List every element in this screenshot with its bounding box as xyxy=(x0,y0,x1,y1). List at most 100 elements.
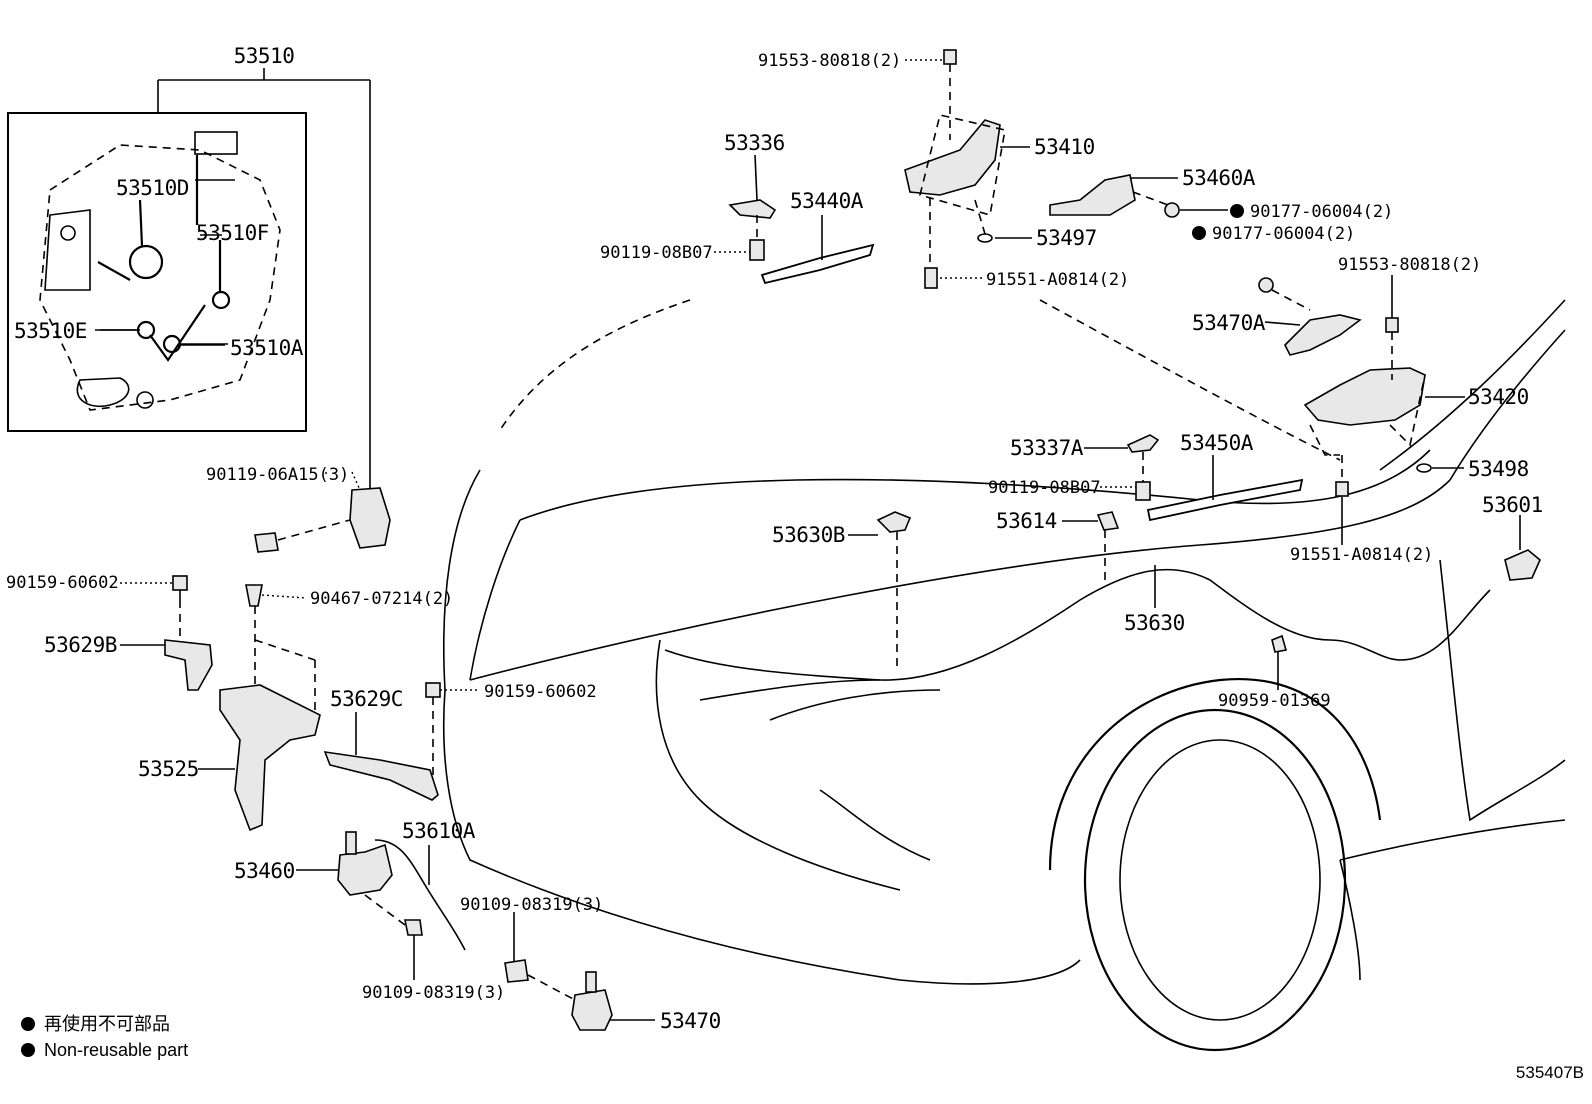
label-53510e: 53510E xyxy=(14,319,87,343)
label-91551-a0814-b: 91551-A0814(2) xyxy=(1290,545,1433,565)
non-reusable-marker-2 xyxy=(1192,226,1206,240)
vehicle-outline xyxy=(442,299,1566,1052)
hinge-53420 xyxy=(1303,367,1426,426)
lock-spring-f xyxy=(211,290,231,310)
hood-rear-dashed xyxy=(1039,299,1341,461)
front-corner xyxy=(443,469,481,691)
label-91553-80818-a: 91553-80818(2) xyxy=(758,51,901,71)
seal-53525 xyxy=(219,684,321,832)
nut-90177-a xyxy=(1164,202,1180,218)
clamp-90959 xyxy=(1271,634,1288,653)
washer-53497 xyxy=(977,233,993,243)
bolt-90119-08b07-b xyxy=(1135,481,1151,501)
hood-edge-dashed xyxy=(499,299,691,431)
bolt-90109-b xyxy=(504,959,529,983)
release-cable xyxy=(664,568,1491,681)
clip-53630b xyxy=(876,511,912,533)
bumper-outline xyxy=(442,689,1081,985)
label-53460: 53460 xyxy=(234,859,295,883)
lock-53470 xyxy=(571,989,613,1031)
label-53497: 53497 xyxy=(1036,226,1097,250)
label-90109-08319-a: 90109-08319(3) xyxy=(460,895,603,915)
strut-53440a xyxy=(760,243,875,285)
bolt-90119-06a15 xyxy=(254,532,279,553)
bolt-91551-b xyxy=(1335,481,1349,497)
bolt-90159-b xyxy=(425,682,441,698)
lock-53470a xyxy=(1284,314,1362,356)
hood-lock xyxy=(349,487,391,549)
label-90159-60602-b: 90159-60602 xyxy=(484,682,597,702)
clip-53337a xyxy=(1126,434,1160,453)
label-53614: 53614 xyxy=(996,509,1057,533)
wheel-arch xyxy=(1048,677,1382,871)
non-reusable-marker-1 xyxy=(1230,204,1244,218)
label-91553-80818-b: 91553-80818(2) xyxy=(1338,255,1481,275)
leader-lines xyxy=(95,59,1521,1021)
lock-53460a xyxy=(1049,174,1136,216)
label-53337a: 53337A xyxy=(1010,436,1084,460)
filled-circle-icon xyxy=(21,1017,35,1031)
hinge-53410 xyxy=(904,119,1001,196)
lock-plate xyxy=(44,209,91,291)
label-53440a: 53440A xyxy=(790,189,864,213)
grille-lower xyxy=(819,789,931,861)
bolt-91553-b xyxy=(1385,317,1399,333)
fender-side xyxy=(1439,559,1566,822)
clip-90467 xyxy=(245,584,263,607)
headlamp-top xyxy=(699,679,881,701)
label-53510: 53510 xyxy=(234,44,295,68)
bolt-91551-a xyxy=(924,267,938,289)
bolt-90109-a xyxy=(404,919,423,936)
label-90177-06004-b: 90177-06004(2) xyxy=(1212,224,1355,244)
inset-frame xyxy=(7,112,307,432)
label-53420: 53420 xyxy=(1468,385,1529,409)
label-90159-60602-a: 90159-60602 xyxy=(6,573,119,593)
legend: 再使用不可部品 Non-reusable part xyxy=(21,1014,188,1060)
lock-pawl-circle xyxy=(128,244,164,280)
hood-front-line xyxy=(469,479,1451,681)
label-53470: 53470 xyxy=(660,1009,721,1033)
hood-lock-53460 xyxy=(337,843,393,896)
label-53510d: 53510D xyxy=(116,176,189,200)
label-90119-08b07-a: 90119-08B07 xyxy=(600,243,713,263)
bolt-91553-a xyxy=(943,49,957,65)
label-53601: 53601 xyxy=(1482,493,1543,517)
label-90119-08b07-b: 90119-08B07 xyxy=(988,478,1101,498)
lock-assembly-inset xyxy=(7,68,371,490)
label-90467-07214: 90467-07214(2) xyxy=(310,589,453,609)
rocker-line xyxy=(1339,819,1566,861)
nut-90177-b xyxy=(1258,277,1274,293)
diagram-code: 535407B xyxy=(1516,1063,1584,1082)
clip-53336 xyxy=(728,199,777,219)
label-90959-01369: 90959-01369 xyxy=(1218,691,1331,711)
bolt-90119-08b07-a xyxy=(749,239,765,261)
label-53336: 53336 xyxy=(724,131,785,155)
clip-53614 xyxy=(1096,511,1120,531)
label-53460a: 53460A xyxy=(1182,166,1256,190)
fender-rear xyxy=(1339,859,1361,981)
cable-53610a xyxy=(374,839,466,951)
front-rim xyxy=(1119,739,1321,1021)
windshield-edge xyxy=(1449,329,1566,481)
label-53610a: 53610A xyxy=(402,819,476,843)
legend-text-english: Non-reusable part xyxy=(44,1040,188,1060)
label-53450a: 53450A xyxy=(1180,431,1254,455)
label-53470a: 53470A xyxy=(1192,311,1266,335)
label-53510a: 53510A xyxy=(230,336,304,360)
label-53629c: 53629C xyxy=(330,687,403,711)
part-labels: 53510 53510D 53510F 53510E 53510A 90119-… xyxy=(6,44,1543,1033)
label-53510f: 53510F xyxy=(196,221,269,245)
bracket-53629c xyxy=(323,751,439,801)
label-90177-06004-a: 90177-06004(2) xyxy=(1250,202,1393,222)
label-53630b: 53630B xyxy=(772,523,845,547)
label-91551-a0814-a: 91551-A0814(2) xyxy=(986,270,1129,290)
handle-53601 xyxy=(1504,549,1541,581)
hood-rear-edge xyxy=(519,449,1431,521)
bracket-53629b xyxy=(164,639,213,691)
bolt-90159-a xyxy=(172,575,188,591)
legend-text-japanese: 再使用不可部品 xyxy=(44,1014,170,1034)
washer-53498 xyxy=(1416,463,1432,473)
lock-lever xyxy=(194,131,238,155)
